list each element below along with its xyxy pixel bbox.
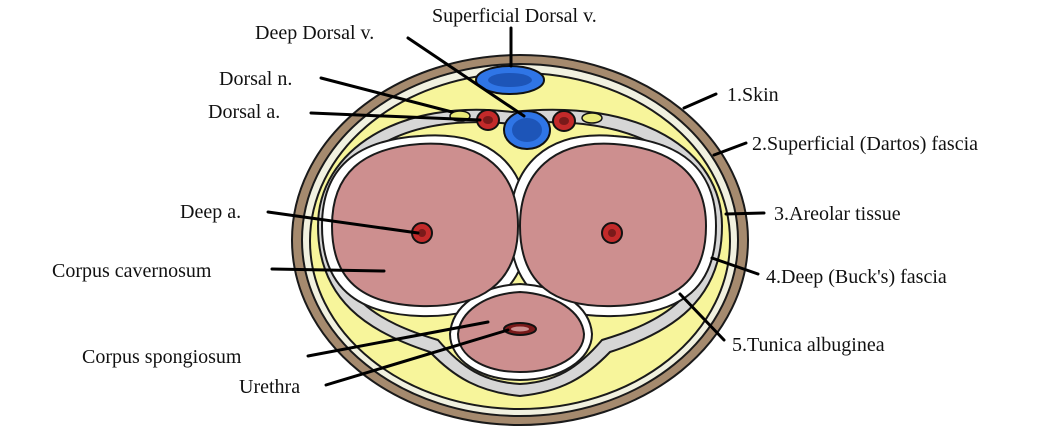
leader-urethra — [324, 328, 510, 387]
leader-dorsal-n — [319, 76, 454, 114]
dorsal-artery-right-lumen — [559, 117, 569, 125]
label-dorsal-a: Dorsal a. — [208, 101, 280, 123]
deep-artery-left-lumen — [418, 229, 426, 237]
label-skin: 1.Skin — [727, 84, 779, 106]
leader-deep-fascia — [710, 256, 760, 276]
leader-deep-a — [266, 210, 420, 235]
label-deep-fascia: 4.Deep (Buck's) fascia — [766, 266, 947, 288]
label-superficial-fascia: 2.Superficial (Dartos) fascia — [752, 133, 978, 155]
superficial-dorsal-vein-lumen — [488, 73, 532, 87]
deep-dorsal-vein-lumen — [512, 118, 542, 142]
dorsal-artery-left-lumen — [483, 116, 493, 124]
label-corpus-spongiosum: Corpus spongiosum — [82, 346, 242, 368]
leader-superficial-fascia — [712, 141, 748, 157]
label-areolar-tissue: 3.Areolar tissue — [774, 203, 901, 225]
leader-areolar-tissue — [724, 211, 766, 216]
leader-dorsal-a — [309, 111, 482, 122]
dorsal-nerve-right — [581, 112, 603, 124]
leader-tunica-albuginea — [678, 292, 726, 342]
label-urethra: Urethra — [239, 376, 300, 398]
label-deep-a: Deep a. — [180, 201, 241, 223]
leader-corpus-cavernosum — [270, 267, 386, 273]
leader-skin — [682, 92, 718, 110]
label-corpus-cavernosum: Corpus cavernosum — [52, 260, 212, 282]
label-deep-dorsal-v: Deep Dorsal v. — [255, 22, 374, 44]
label-tunica-albuginea: 5.Tunica albuginea — [732, 334, 885, 356]
urethra-lumen — [511, 326, 529, 332]
leader-deep-dorsal-v — [406, 36, 526, 118]
label-dorsal-n: Dorsal n. — [219, 68, 292, 90]
label-superficial-dorsal-v: Superficial Dorsal v. — [432, 5, 597, 27]
leader-corpus-spongiosum — [306, 320, 490, 358]
deep-artery-right-lumen — [608, 229, 616, 237]
